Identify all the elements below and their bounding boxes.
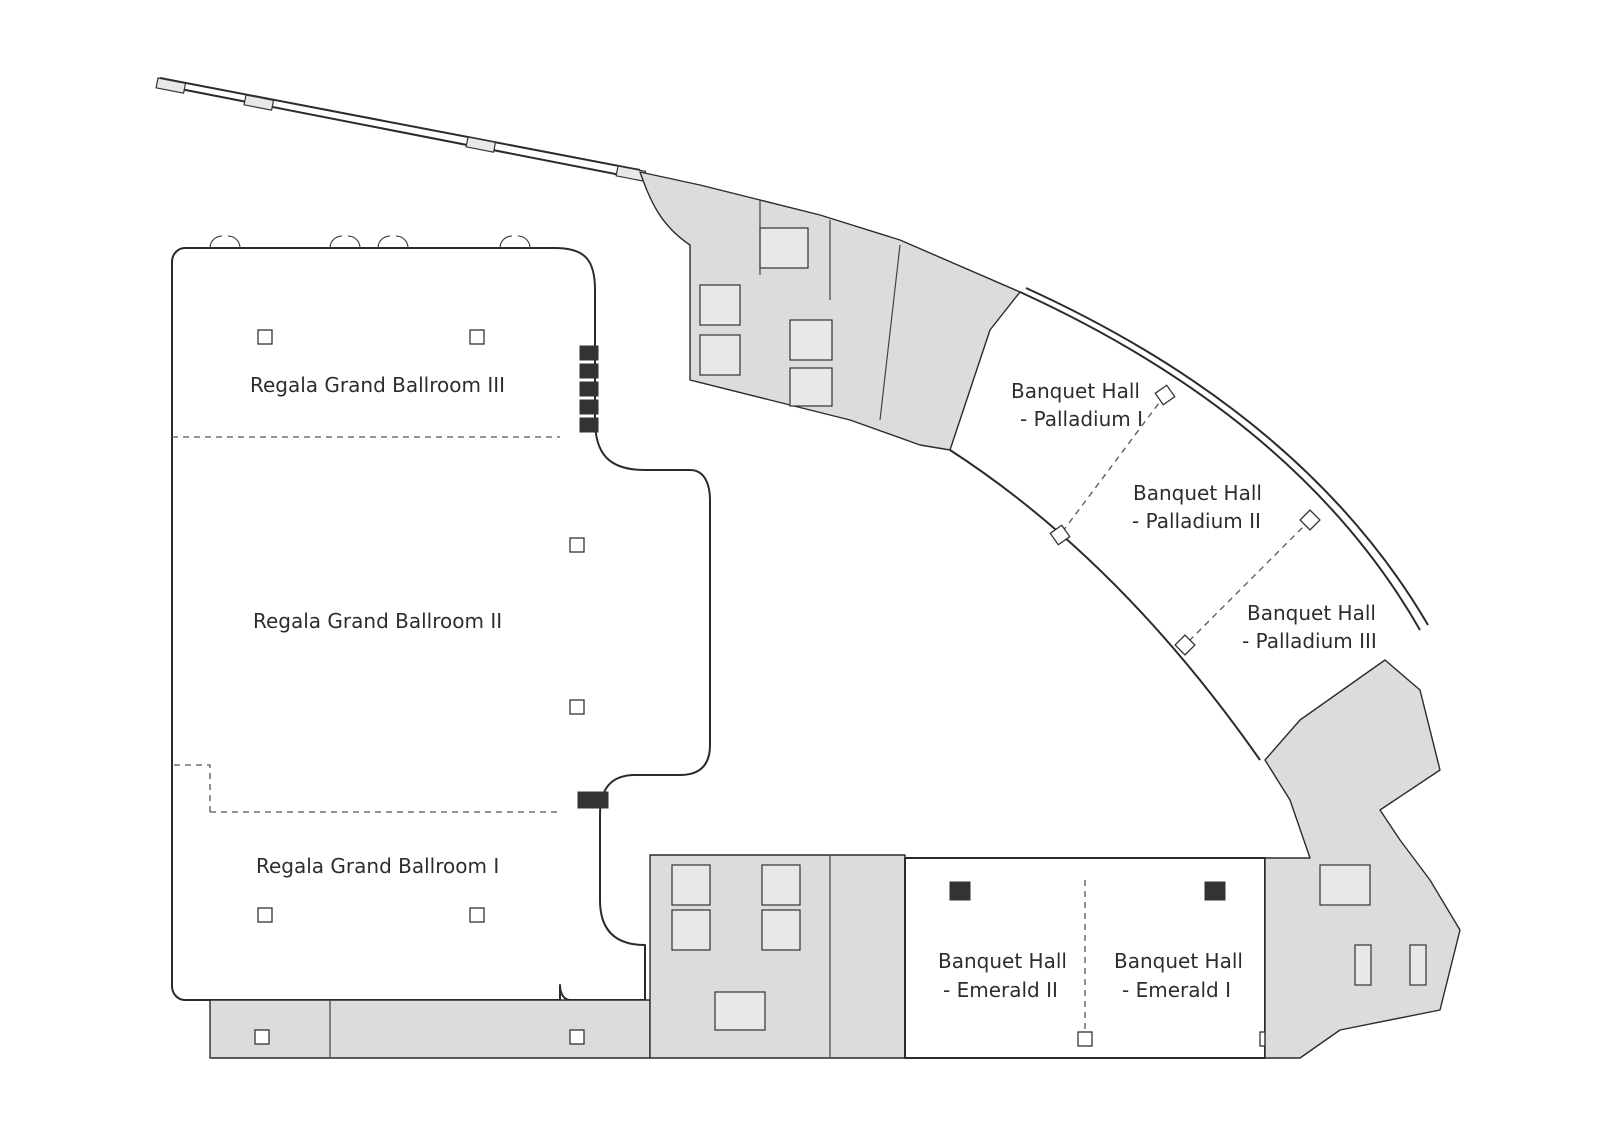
palladium-1-label-line2: - Palladium I — [1020, 407, 1143, 431]
north-service-area — [639, 171, 1021, 451]
ballroom-1-label: Regala Grand Ballroom I — [256, 854, 499, 878]
palladium-2-label-line2: - Palladium II — [1132, 509, 1261, 533]
regala-ballroom-block — [171, 235, 711, 1001]
ballroom-3-label: Regala Grand Ballroom III — [250, 373, 505, 397]
palladium-3-label-line2: - Palladium III — [1242, 629, 1377, 653]
north-facade — [155, 77, 647, 182]
palladium-halls — [949, 287, 1429, 761]
room-labels: Regala Grand Ballroom III Regala Grand B… — [250, 373, 1377, 1002]
south-service-strip — [209, 854, 906, 1059]
east-service-area — [1264, 659, 1461, 1059]
palladium-1-label-line1: Banquet Hall — [1011, 379, 1140, 403]
emerald-1-label-line1: Banquet Hall — [1114, 949, 1243, 973]
palladium-3-label-line1: Banquet Hall — [1247, 601, 1376, 625]
ballroom-2-label: Regala Grand Ballroom II — [253, 609, 502, 633]
palladium-2-label-line1: Banquet Hall — [1133, 481, 1262, 505]
emerald-2-label-line2: - Emerald II — [943, 978, 1058, 1002]
emerald-1-label-line2: - Emerald I — [1122, 978, 1231, 1002]
emerald-2-label-line1: Banquet Hall — [938, 949, 1067, 973]
